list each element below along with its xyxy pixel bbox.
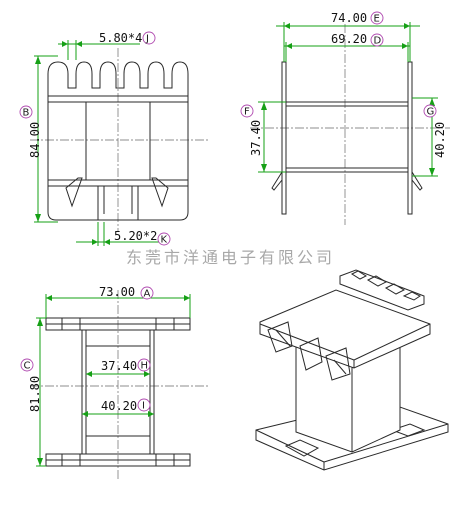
tag-f: F — [240, 104, 254, 118]
tag-k: K — [157, 232, 171, 246]
tag-b-label: B — [23, 108, 30, 119]
view-side-slots — [30, 40, 210, 246]
tag-e-label: E — [374, 14, 380, 25]
tag-a: A — [140, 286, 154, 300]
dim-e-value: 74.00 — [331, 11, 367, 25]
tag-c-label: C — [24, 361, 31, 372]
company-name: 东莞市洋通电子有限公司 — [126, 248, 335, 267]
tag-j-label: J — [145, 34, 149, 45]
dim-k-value: 5.20*2 — [114, 229, 157, 243]
tag-g-label: G — [427, 107, 435, 118]
tag-f-label: F — [244, 107, 250, 118]
dim-g-value: 40.20 — [433, 122, 447, 158]
tag-e: E — [370, 11, 384, 25]
dim-h-value: 37.40 — [101, 359, 137, 373]
view-end — [30, 290, 210, 480]
tag-h: H — [137, 358, 151, 372]
dim-d-value: 69.20 — [331, 32, 367, 46]
tag-a-label: A — [144, 289, 151, 300]
dim-a-value: 73.00 — [99, 285, 135, 299]
dim-f-value: 37.40 — [249, 120, 263, 156]
tag-i-label: I — [142, 401, 145, 412]
dim-i-value: 40.20 — [101, 399, 137, 413]
tag-d: D — [370, 33, 384, 47]
tag-h-label: H — [141, 361, 149, 372]
tag-j: J — [142, 31, 156, 45]
tag-d-label: D — [374, 36, 382, 47]
view-front — [250, 22, 450, 225]
dim-c-value: 81.80 — [28, 376, 42, 412]
tag-b: B — [19, 105, 33, 119]
view-isometric — [255, 269, 449, 471]
tag-g: G — [423, 104, 437, 118]
tag-c: C — [20, 358, 34, 372]
tag-i: I — [137, 398, 151, 412]
tag-k-label: K — [161, 235, 168, 246]
dim-j-value: 5.80*4 — [99, 31, 142, 45]
dim-b-value: 84.00 — [28, 122, 42, 158]
